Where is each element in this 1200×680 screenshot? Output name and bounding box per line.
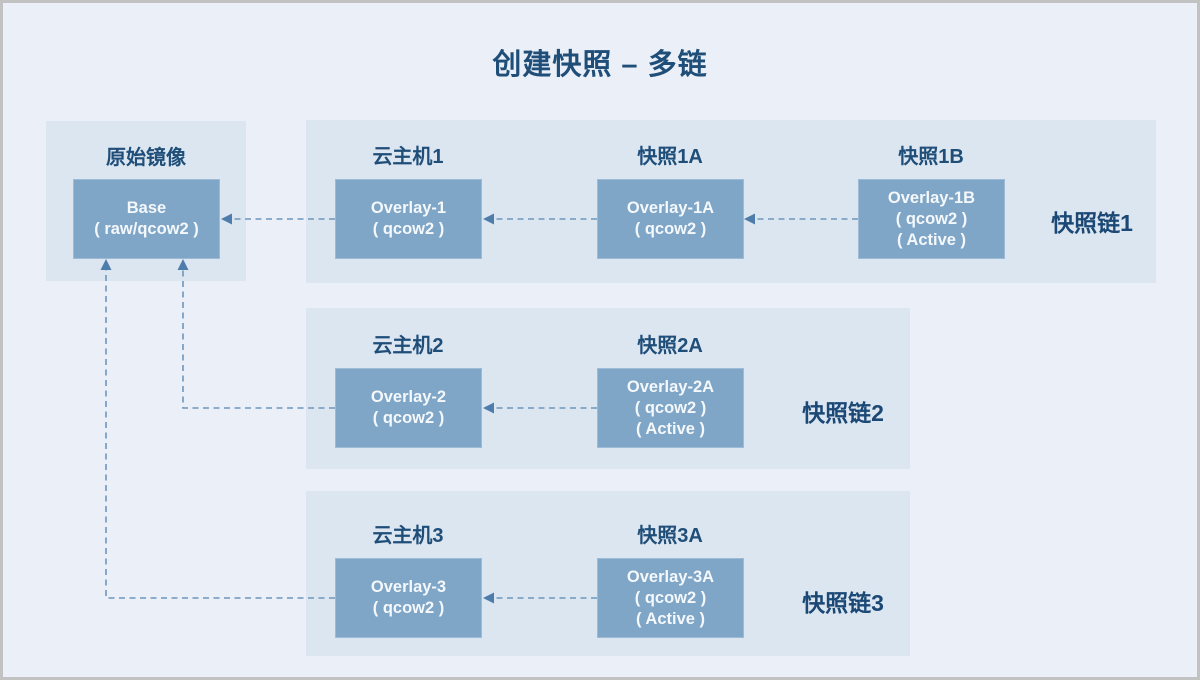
- box-line: ( Active ): [635, 609, 706, 628]
- chain1-title: 快照链1: [1051, 210, 1133, 236]
- chain2-overlay2-box: Overlay-2 ( qcow2 ): [335, 368, 482, 448]
- box-line: Overlay-1B: [887, 188, 976, 207]
- chain1-overlay1a-box: Overlay-1A ( qcow2 ): [597, 179, 744, 259]
- box-line: Overlay-3A: [626, 567, 715, 586]
- box-line: Overlay-3: [370, 578, 447, 596]
- chain2-vm-label: 云主机2: [372, 335, 444, 357]
- chain1-snapshot1a-label: 快照1A: [637, 146, 703, 168]
- box-line: ( qcow2 ): [895, 209, 968, 228]
- box-line: ( Active ): [896, 230, 967, 249]
- box-line: ( qcow2 ): [372, 220, 445, 238]
- box-line: Base: [126, 199, 167, 217]
- chain3-overlay3a-box: Overlay-3A ( qcow2 ) ( Active ): [597, 558, 744, 638]
- connector-overlay3-to-base: [105, 270, 335, 599]
- box-line: Overlay-1A: [626, 199, 715, 217]
- chain2-title: 快照链2: [802, 400, 884, 426]
- box-line: ( Active ): [635, 419, 706, 438]
- chain3-overlay3-box: Overlay-3 ( qcow2 ): [335, 558, 482, 638]
- box-line: ( raw/qcow2 ): [94, 220, 199, 238]
- page-title: 创建快照 – 多链: [492, 49, 708, 81]
- box-line: ( qcow2 ): [634, 398, 707, 417]
- chain1-overlay1-box: Overlay-1 ( qcow2 ): [335, 179, 482, 259]
- base-box: Base ( raw/qcow2 ): [73, 179, 220, 259]
- chain2-overlay2a-box: Overlay-2A ( qcow2 ) ( Active ): [597, 368, 744, 448]
- chain3-vm-label: 云主机3: [372, 525, 444, 547]
- box-line: ( qcow2 ): [372, 599, 445, 617]
- chain3-snapshot3a-label: 快照3A: [637, 525, 703, 547]
- box-line: ( qcow2 ): [634, 220, 707, 238]
- chain3-title: 快照链3: [802, 590, 884, 616]
- chain2-snapshot2a-label: 快照2A: [637, 335, 703, 357]
- box-line: Overlay-2: [370, 388, 447, 406]
- box-line: ( qcow2 ): [372, 409, 445, 427]
- box-line: Overlay-2A: [626, 377, 715, 396]
- chain1-snapshot1b-label: 快照1B: [898, 146, 964, 168]
- box-line: ( qcow2 ): [634, 588, 707, 607]
- box-line: Overlay-1: [370, 199, 447, 217]
- chain1-vm-label: 云主机1: [372, 146, 444, 168]
- chain1-overlay1b-box: Overlay-1B ( qcow2 ) ( Active ): [858, 179, 1005, 259]
- base-image-label: 原始镜像: [106, 147, 186, 169]
